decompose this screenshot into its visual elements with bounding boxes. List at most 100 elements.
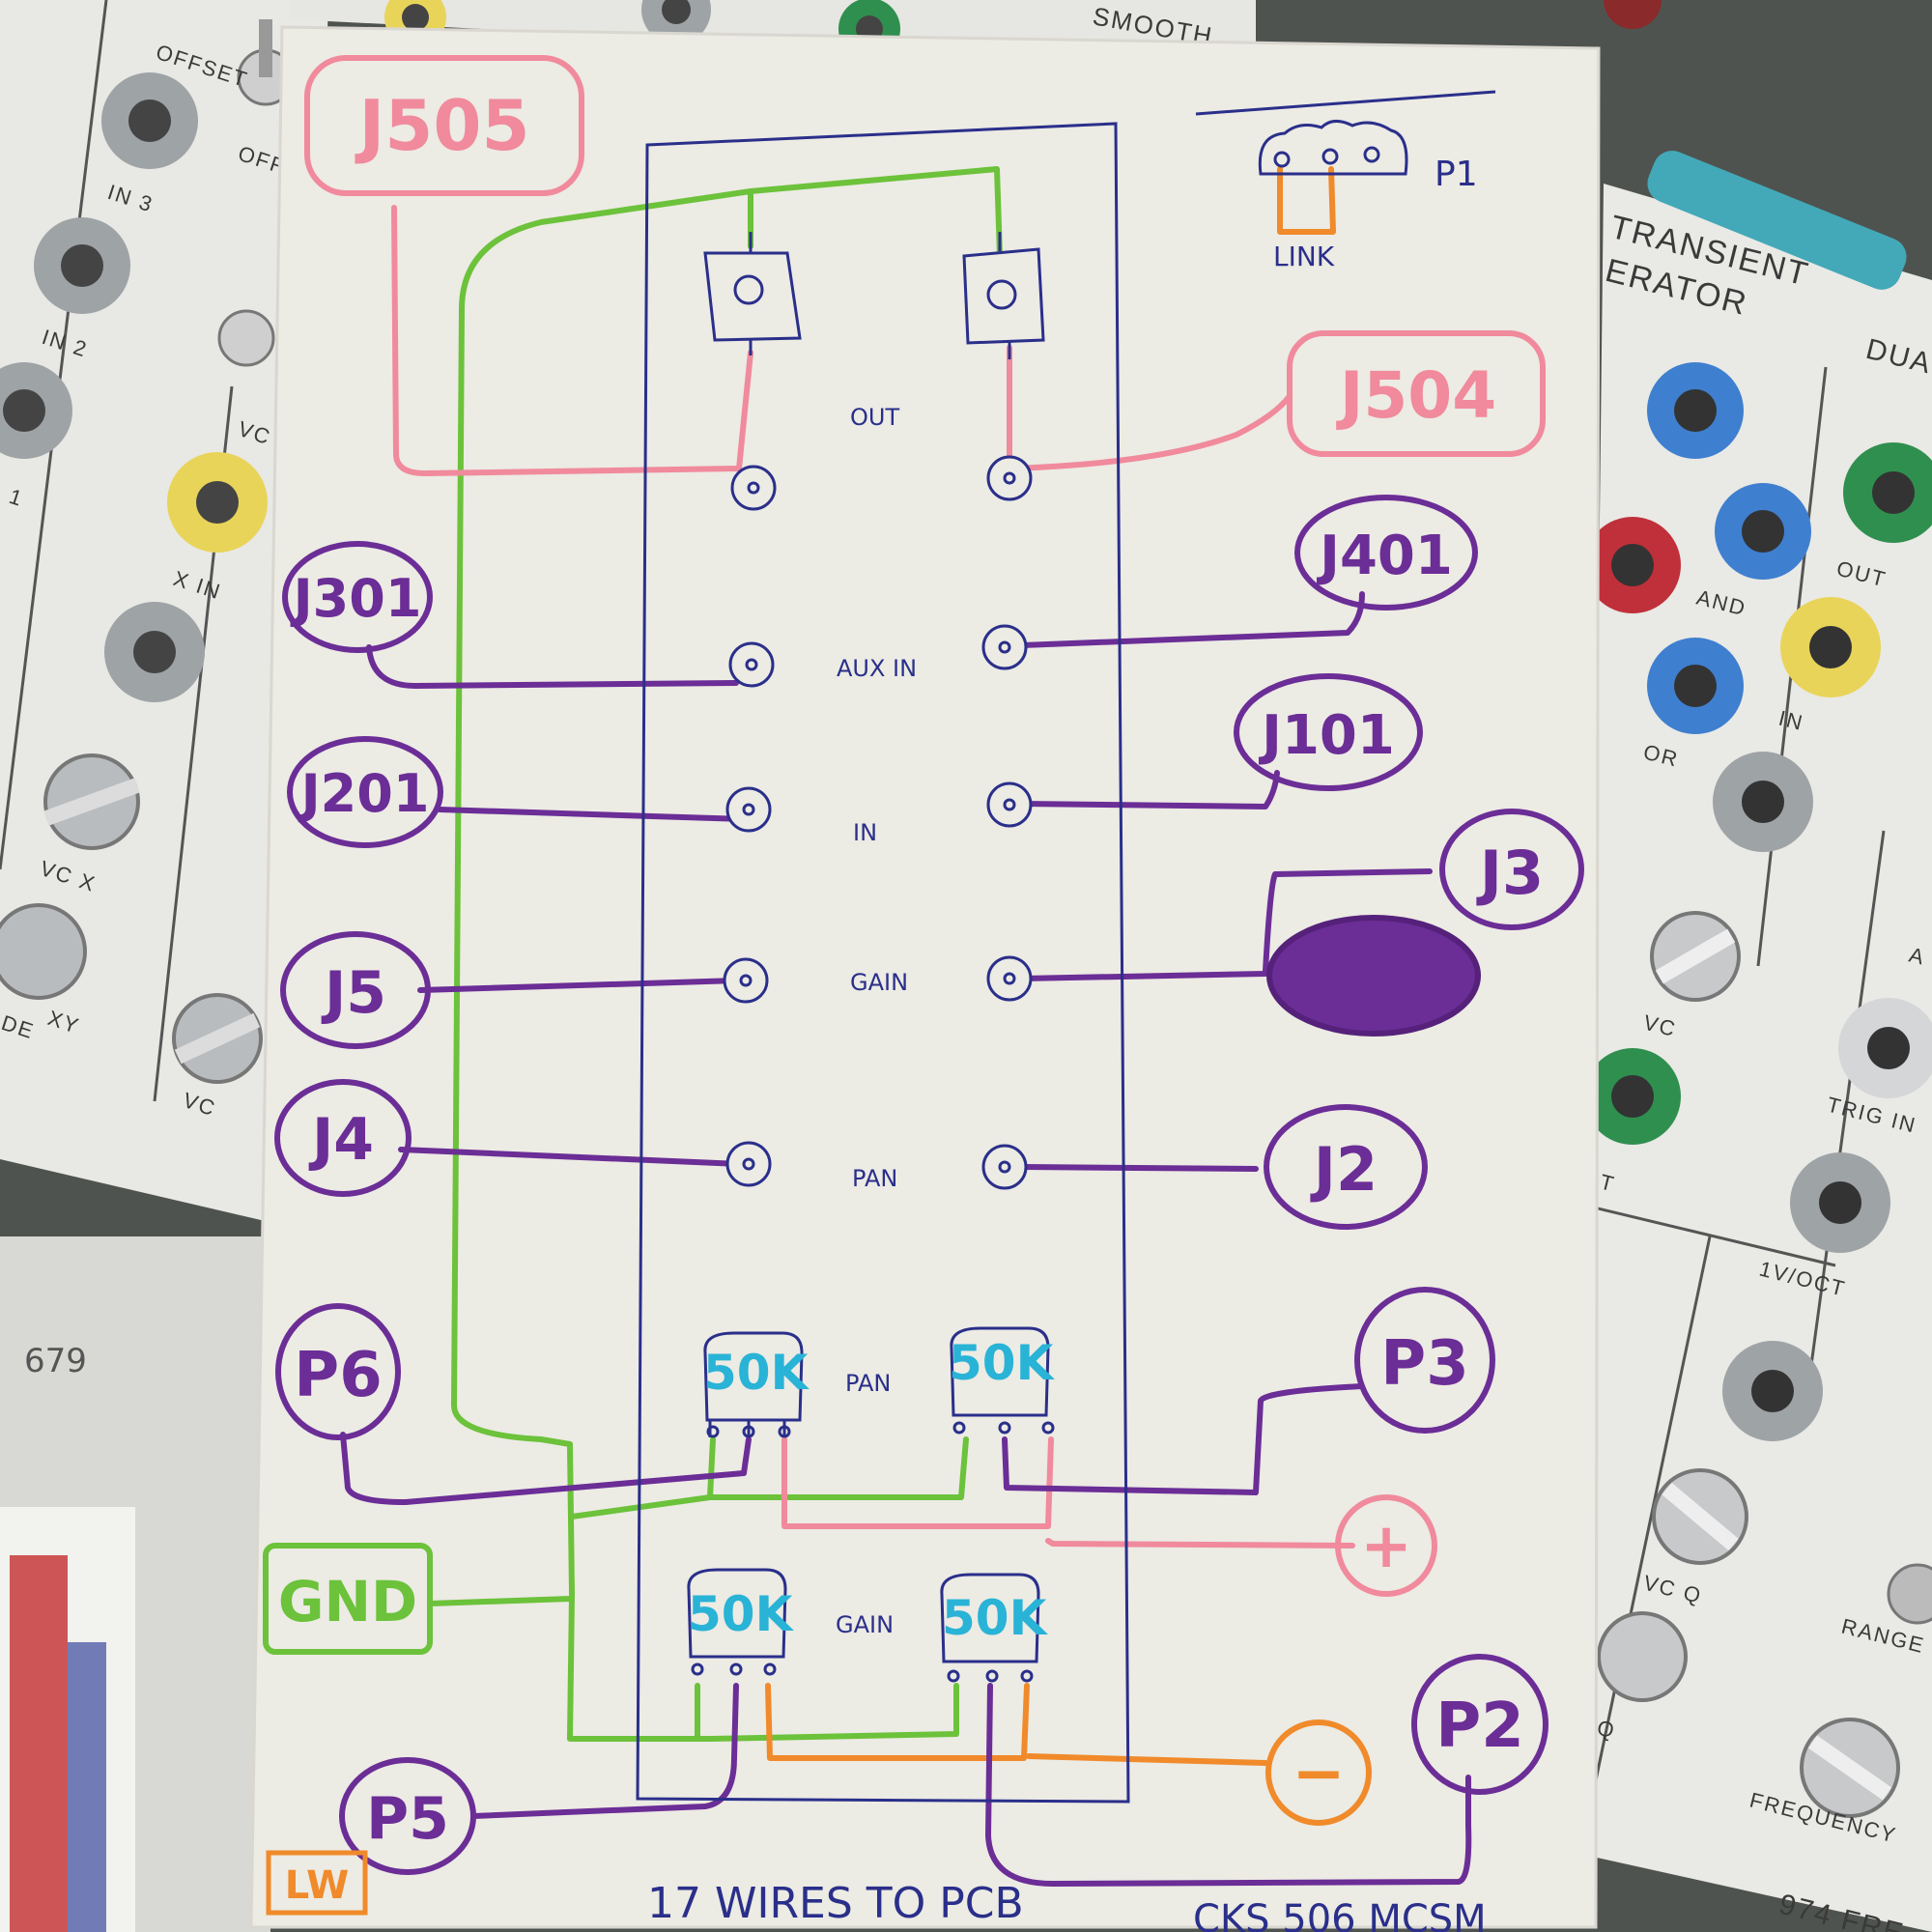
left-panel-jack (167, 452, 268, 553)
connector-J201: J201 (287, 736, 443, 848)
output-jack-right (962, 232, 1045, 359)
svg-text:J2: J2 (1310, 1134, 1378, 1205)
board-components (687, 232, 1055, 1683)
svg-text:P6: P6 (294, 1340, 382, 1411)
left-panel-knob (43, 753, 140, 850)
board-pad (723, 957, 769, 1004)
left-panel-jack (101, 72, 198, 169)
link-label: LINK (1273, 241, 1335, 272)
svg-text:J401: J401 (1316, 525, 1453, 587)
pot-value: 50K (703, 1345, 810, 1401)
connector-J301: J301 (282, 541, 433, 653)
ground-wire (427, 166, 1003, 1742)
purple-wire (1019, 868, 1433, 981)
pcb-outline (636, 122, 1130, 1804)
svg-text:J5: J5 (321, 959, 386, 1027)
right-panel-knob (1652, 1468, 1748, 1565)
initials: LW (285, 1863, 350, 1908)
scrap-number: 679 (24, 1342, 87, 1380)
orange-wire (1277, 166, 1336, 235)
orange-wire (765, 1683, 1268, 1766)
pot-values: 50K 50K 50K 50K (688, 1335, 1056, 1646)
right-panel-knob (1800, 1718, 1900, 1818)
pink-wire (1007, 345, 1293, 471)
board-pad (986, 781, 1033, 828)
connector-J504: J504 (1287, 330, 1546, 457)
right-panel-jack (1713, 752, 1813, 852)
pot-value: 50K (949, 1335, 1056, 1391)
left-module-panel: OFFSET OFF IN 3 IN 2 VC 1 X IN VC X XY D… (0, 0, 328, 1227)
footer-left: 17 WIRES TO PCB (647, 1879, 1024, 1928)
footer-right: CKS 506 MCSM (1193, 1897, 1487, 1932)
pink-wire (391, 205, 753, 476)
board-pad (981, 624, 1028, 670)
connector-GND: GND (263, 1543, 433, 1655)
right-panel-knob (1597, 1611, 1688, 1702)
label-out: OUT (850, 404, 899, 431)
left-panel-knob (0, 903, 87, 1000)
wires (340, 166, 1472, 1887)
svg-text:J201: J201 (298, 763, 430, 824)
purple-wire (366, 644, 739, 689)
right-panel-jack (1715, 483, 1811, 580)
label-pot-pan: PAN (845, 1370, 891, 1397)
trim-pot (950, 1326, 1055, 1435)
connectors: J505 J504 J301 J201 J5 J4 P6 P5 (263, 55, 1584, 1875)
left-panel-toggle (217, 309, 275, 367)
svg-text:J301: J301 (290, 568, 422, 629)
right-panel-jack (1790, 1152, 1890, 1253)
connector-J4: J4 (274, 1079, 412, 1197)
label-in: IN (853, 819, 877, 846)
purple-wire (1021, 1164, 1259, 1172)
board-labels: OUT AUX IN IN GAIN PAN PAN GAIN (836, 404, 917, 1638)
board-pad (725, 1141, 772, 1187)
svg-text:+: + (1360, 1511, 1412, 1582)
right-panel-jack (1584, 1048, 1681, 1145)
board-pad (981, 1144, 1028, 1190)
left-panel-jack (104, 602, 205, 702)
connector-P5: P5 (339, 1757, 476, 1875)
purple-wire (470, 1683, 739, 1819)
board-pad (986, 455, 1033, 501)
board-pad (725, 786, 772, 833)
board-pad (728, 641, 775, 688)
right-panel-knob (1650, 911, 1741, 1002)
svg-text:J3: J3 (1476, 838, 1544, 908)
connector-P3: P3 (1354, 1287, 1495, 1434)
svg-text:J101: J101 (1258, 704, 1395, 767)
right-panel-jack (1722, 1341, 1823, 1441)
right-panel-jack (1843, 442, 1932, 543)
pink-wire (781, 1436, 1355, 1548)
right-panel-jack (1647, 362, 1744, 459)
purple-wire (437, 807, 747, 822)
right-panel-label: IN (1776, 706, 1806, 736)
scribbled-out-connector (1266, 915, 1481, 1037)
supply-plus: + (1335, 1494, 1437, 1597)
label-aux-in: AUX IN (837, 655, 917, 682)
purple-wire (1019, 591, 1365, 648)
purple-wire (417, 978, 742, 993)
board-pad (986, 955, 1033, 1002)
svg-text:J504: J504 (1336, 358, 1496, 433)
right-panel-jack (1584, 517, 1681, 613)
board-pad (730, 465, 777, 511)
ground-wire (569, 1436, 969, 1742)
right-panel-jack (1780, 597, 1881, 697)
svg-text:−: − (1292, 1736, 1345, 1810)
connector-J505: J505 (304, 55, 584, 196)
svg-text:J505: J505 (354, 85, 529, 166)
svg-text:P5: P5 (366, 1785, 449, 1853)
header-label: P1 (1435, 155, 1478, 194)
trim-pot (703, 1331, 804, 1438)
label-pot-gain: GAIN (836, 1611, 894, 1638)
right-panel-toggle (1887, 1563, 1932, 1625)
trim-pot (940, 1573, 1040, 1683)
connector-J101: J101 (1234, 673, 1423, 791)
label-pan: PAN (852, 1165, 897, 1192)
pot-value: 50K (942, 1590, 1049, 1646)
connector-J401: J401 (1294, 495, 1478, 611)
connector-J3: J3 (1439, 809, 1584, 930)
paper-sheet (249, 25, 1601, 1929)
sheet-footer: LW 17 WIRES TO PCB CKS 506 MCSM (266, 1850, 1487, 1932)
